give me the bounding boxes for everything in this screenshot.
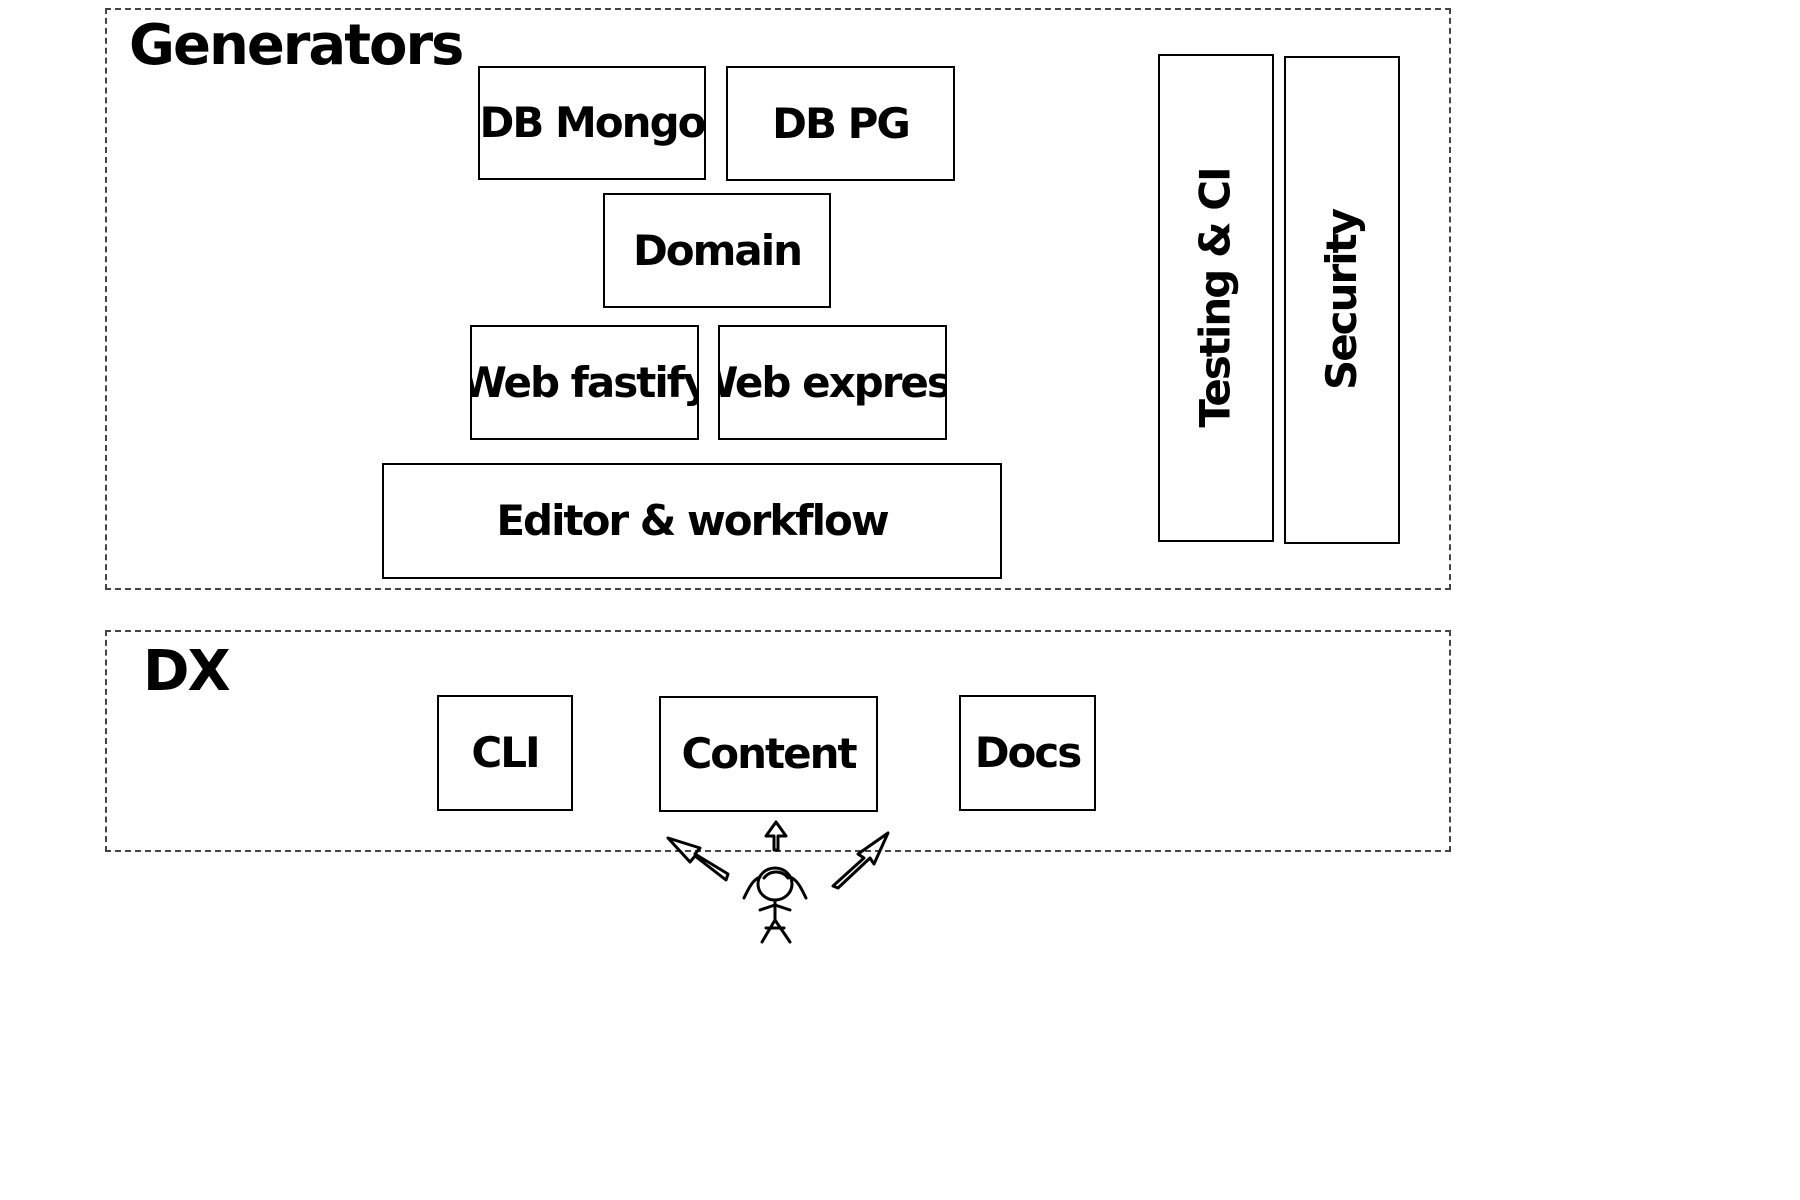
content-box: Content: [659, 696, 878, 812]
web-express-label: Web express: [720, 357, 945, 407]
arrow-icon: [764, 820, 788, 852]
arrow-icon: [666, 836, 730, 882]
web-fastify-label: Web fastify: [470, 357, 699, 407]
web-express-box: Web express: [718, 325, 947, 440]
cli-label: CLI: [471, 728, 540, 777]
person-icon: [742, 866, 808, 944]
testing-ci-box: Testing & CI: [1158, 54, 1274, 542]
dx-group-title: DX: [143, 639, 231, 704]
domain-label: Domain: [632, 225, 803, 275]
generators-group: Generators: [105, 8, 1451, 590]
docs-label: Docs: [974, 728, 1083, 777]
arrow-icon: [831, 831, 890, 890]
security-box: Security: [1284, 56, 1400, 544]
editor-workflow-box: Editor & workflow: [382, 463, 1002, 579]
docs-box: Docs: [959, 695, 1096, 811]
generators-group-title: Generators: [129, 13, 464, 78]
content-label: Content: [681, 729, 857, 778]
domain-box: Domain: [603, 193, 831, 308]
web-fastify-box: Web fastify: [470, 325, 699, 440]
db-mongo-box: DB Mongo: [478, 66, 706, 180]
db-pg-box: DB PG: [726, 66, 955, 181]
db-pg-label: DB PG: [772, 98, 911, 148]
db-mongo-label: DB Mongo: [479, 98, 705, 147]
editor-workflow-label: Editor & workflow: [496, 496, 889, 545]
cli-box: CLI: [437, 695, 573, 811]
